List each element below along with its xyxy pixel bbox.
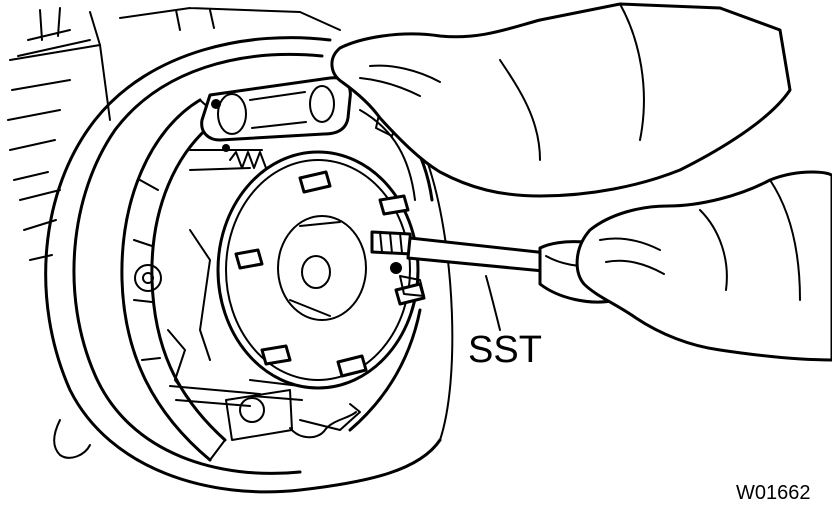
brake-shoe-left — [120, 98, 227, 462]
lower-hand — [575, 170, 832, 362]
figure-code: W01662 — [736, 482, 811, 504]
upper-hand — [330, 2, 792, 198]
wheel-cylinder — [200, 76, 352, 152]
sst-leader-line — [485, 275, 501, 331]
suspension-background — [7, 7, 341, 261]
axle-hub — [216, 150, 420, 390]
tool-label: SST — [468, 329, 542, 371]
